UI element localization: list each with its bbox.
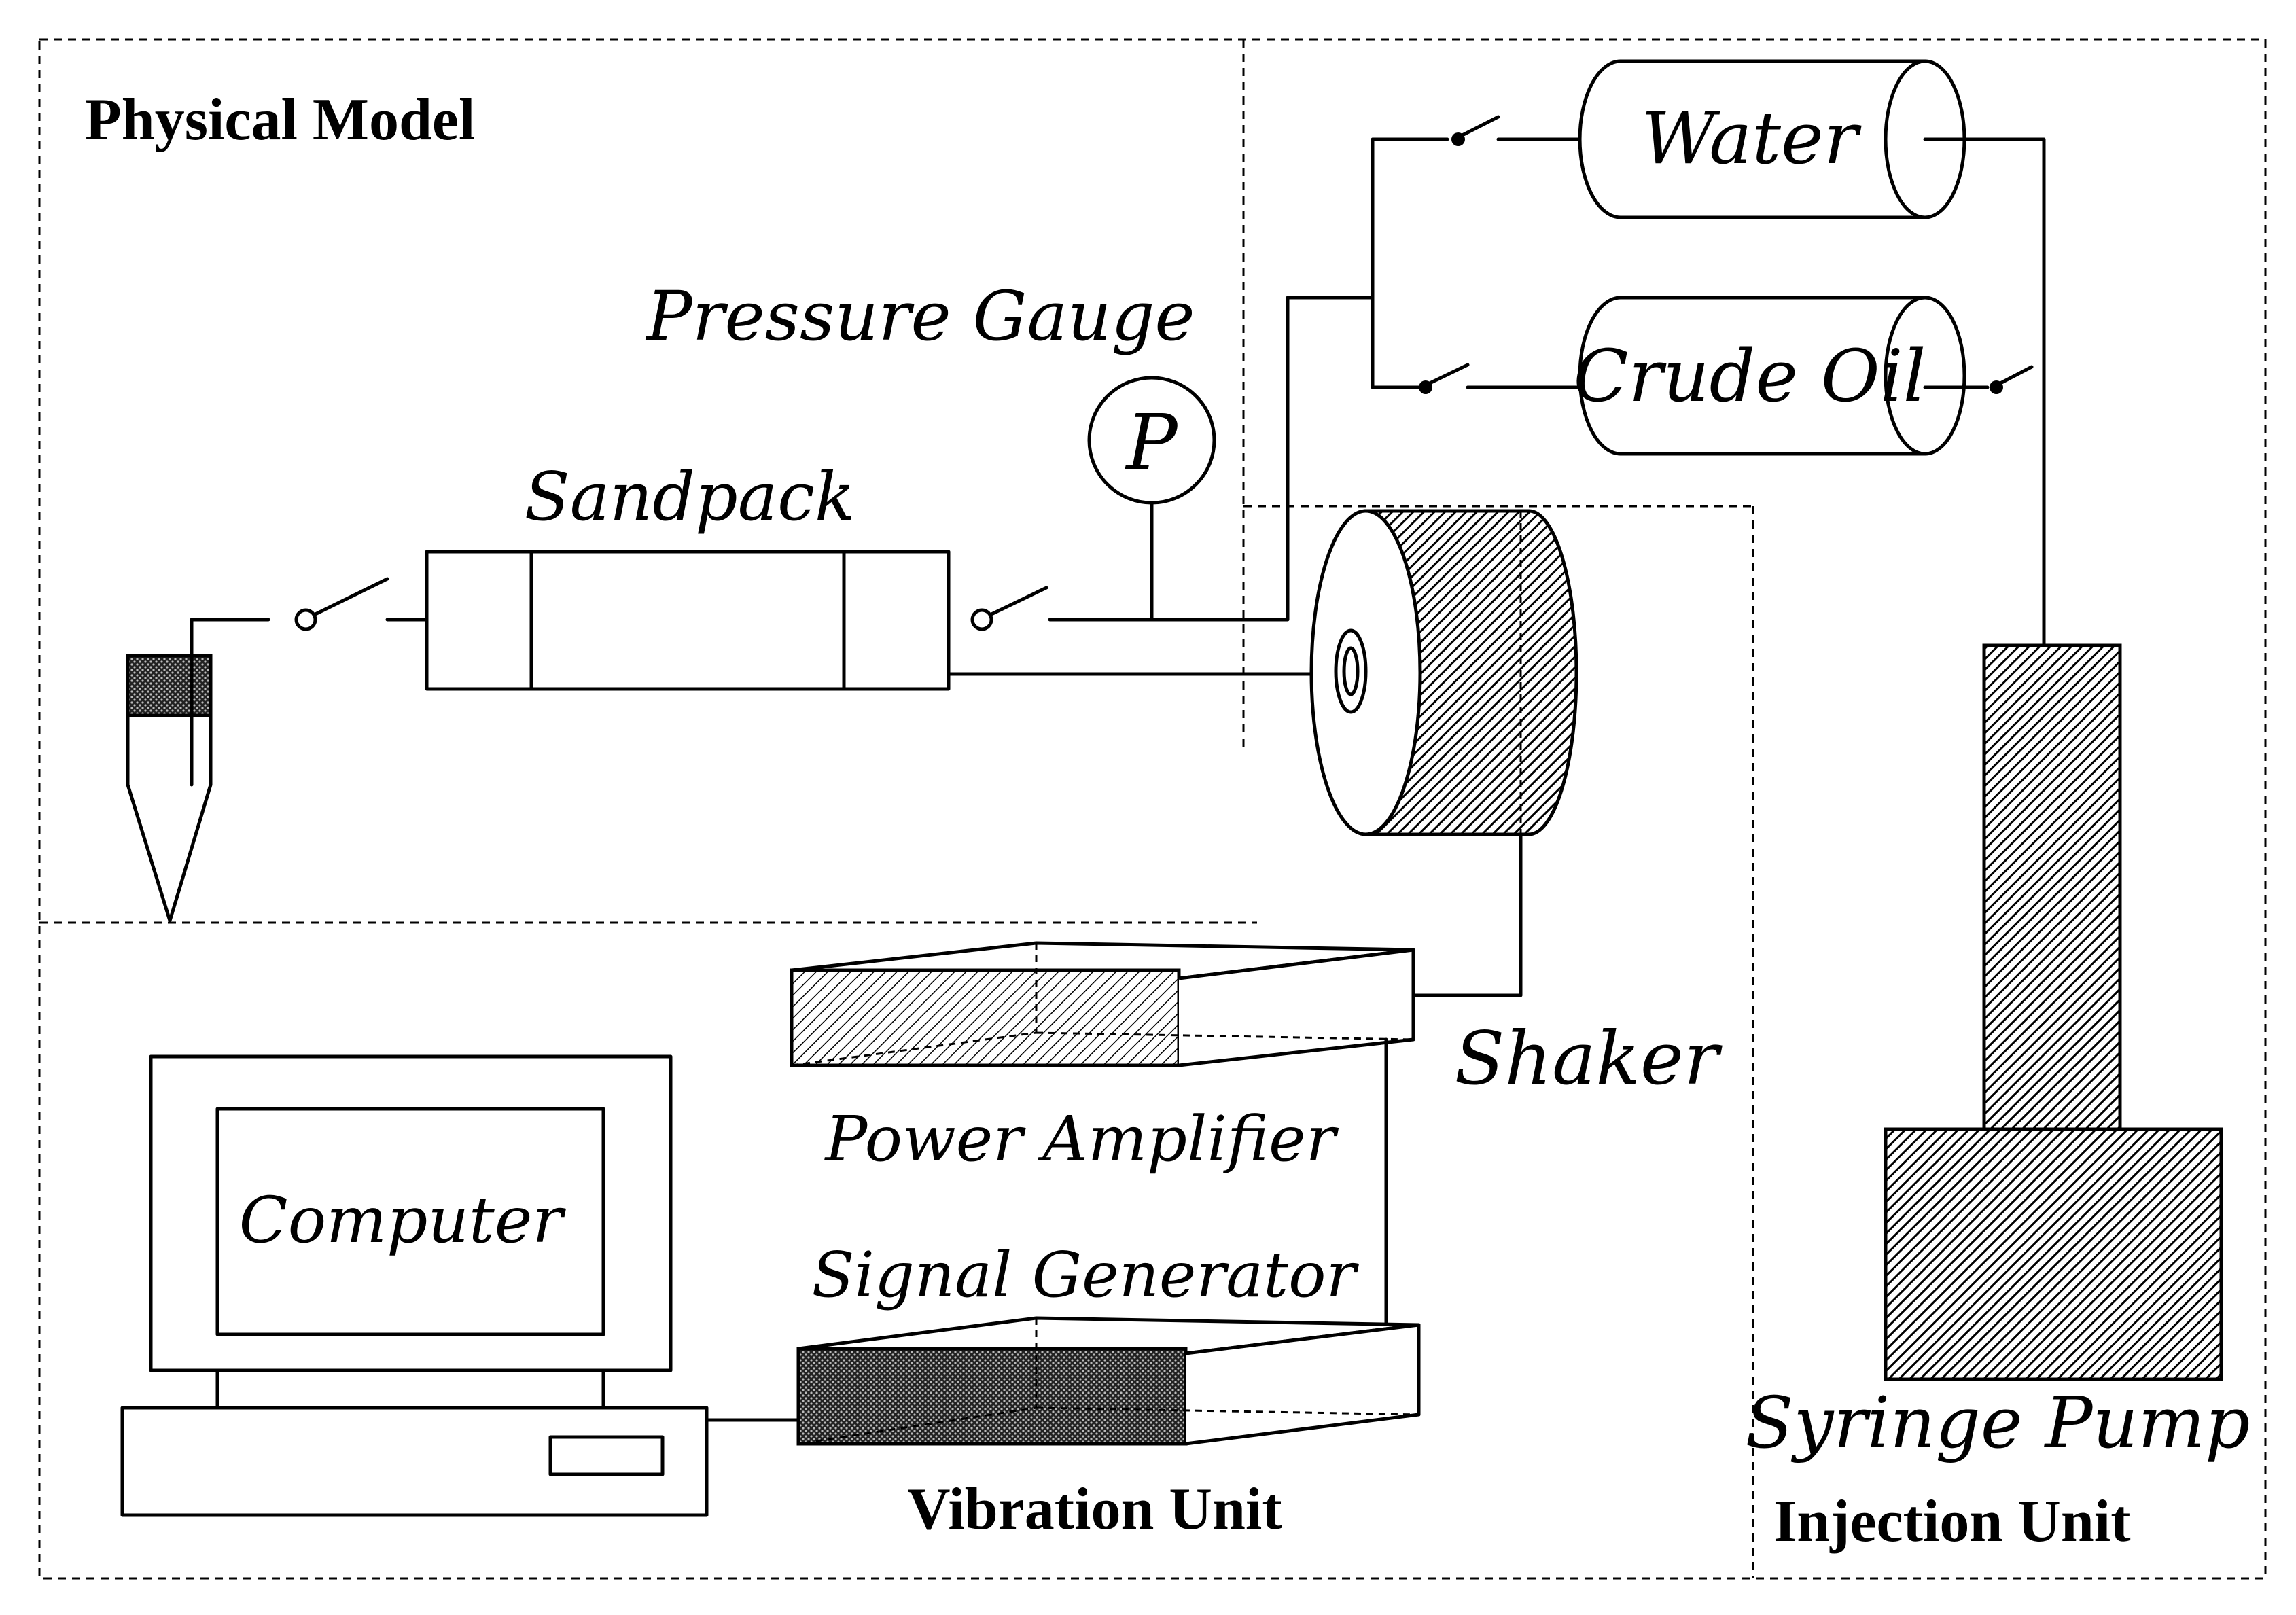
pressure-gauge-label: Pressure Gauge	[645, 277, 1195, 356]
signal-generator	[796, 1316, 1421, 1446]
sandpack-label: Sandpack	[525, 459, 855, 536]
main-feed-line	[1048, 296, 1375, 622]
collection-tube-body	[126, 713, 213, 923]
sandpack	[425, 550, 951, 691]
oil-valve-lever	[1426, 363, 1470, 386]
inlet-valve-pivot	[970, 608, 993, 631]
pressure-gauge: P	[1087, 376, 1216, 622]
syringe-pump-label: Syringe Pump	[1745, 1381, 2250, 1464]
water-to-pump-line	[1923, 137, 2046, 647]
outlet-valve-pivot	[294, 608, 317, 631]
inlet-valve	[947, 296, 1375, 676]
pressure-gauge-symbol: P	[1125, 399, 1178, 487]
shaker-drum-body	[1364, 509, 1578, 836]
water-label: Water	[1642, 96, 1862, 180]
syringe-pump-base	[1884, 1127, 2223, 1381]
power-amplifier-label: Power Amplifier	[824, 1103, 1339, 1175]
shaker-to-amplifier-cable	[1408, 832, 1523, 997]
computer-screen	[215, 1107, 605, 1336]
crude-oil-label: Crude Oil	[1573, 334, 1926, 418]
pump-valve-lever	[1997, 365, 2034, 386]
syringe-pump	[1884, 643, 2223, 1381]
region-boundaries	[38, 38, 2267, 1580]
physical-model-title: Physical Model	[85, 87, 475, 153]
power-amplifier-front	[790, 968, 1181, 1067]
manifold-to-oil	[1371, 296, 1422, 389]
crude-oil-cylinder	[1578, 296, 1966, 456]
manifold-to-water	[1371, 137, 1449, 389]
shaker	[1309, 509, 1578, 997]
collection-tube-cap	[126, 654, 213, 717]
outer-dashed-border	[38, 38, 2267, 1580]
water-valve-lever	[1459, 115, 1500, 138]
signal-generator-front	[796, 1347, 1188, 1446]
distribution-manifold	[1371, 115, 1582, 394]
vibration-unit-title: Vibration Unit	[907, 1476, 1282, 1542]
pump-feed-lines	[1923, 137, 2046, 647]
signal-generator-label: Signal Generator	[812, 1239, 1360, 1311]
outlet-valve	[190, 577, 429, 631]
computer-drive-slot	[548, 1435, 665, 1476]
computer-label: Computer	[239, 1184, 567, 1258]
injection-unit-title: Injection Unit	[1773, 1489, 2131, 1555]
syringe-pump-barrel	[1982, 643, 2122, 1131]
shaker-label: Shaker	[1455, 1016, 1723, 1101]
computer	[120, 1054, 800, 1517]
collection-tube	[126, 618, 213, 923]
sandpack-body	[425, 550, 951, 691]
power-amplifier	[790, 941, 1415, 1332]
